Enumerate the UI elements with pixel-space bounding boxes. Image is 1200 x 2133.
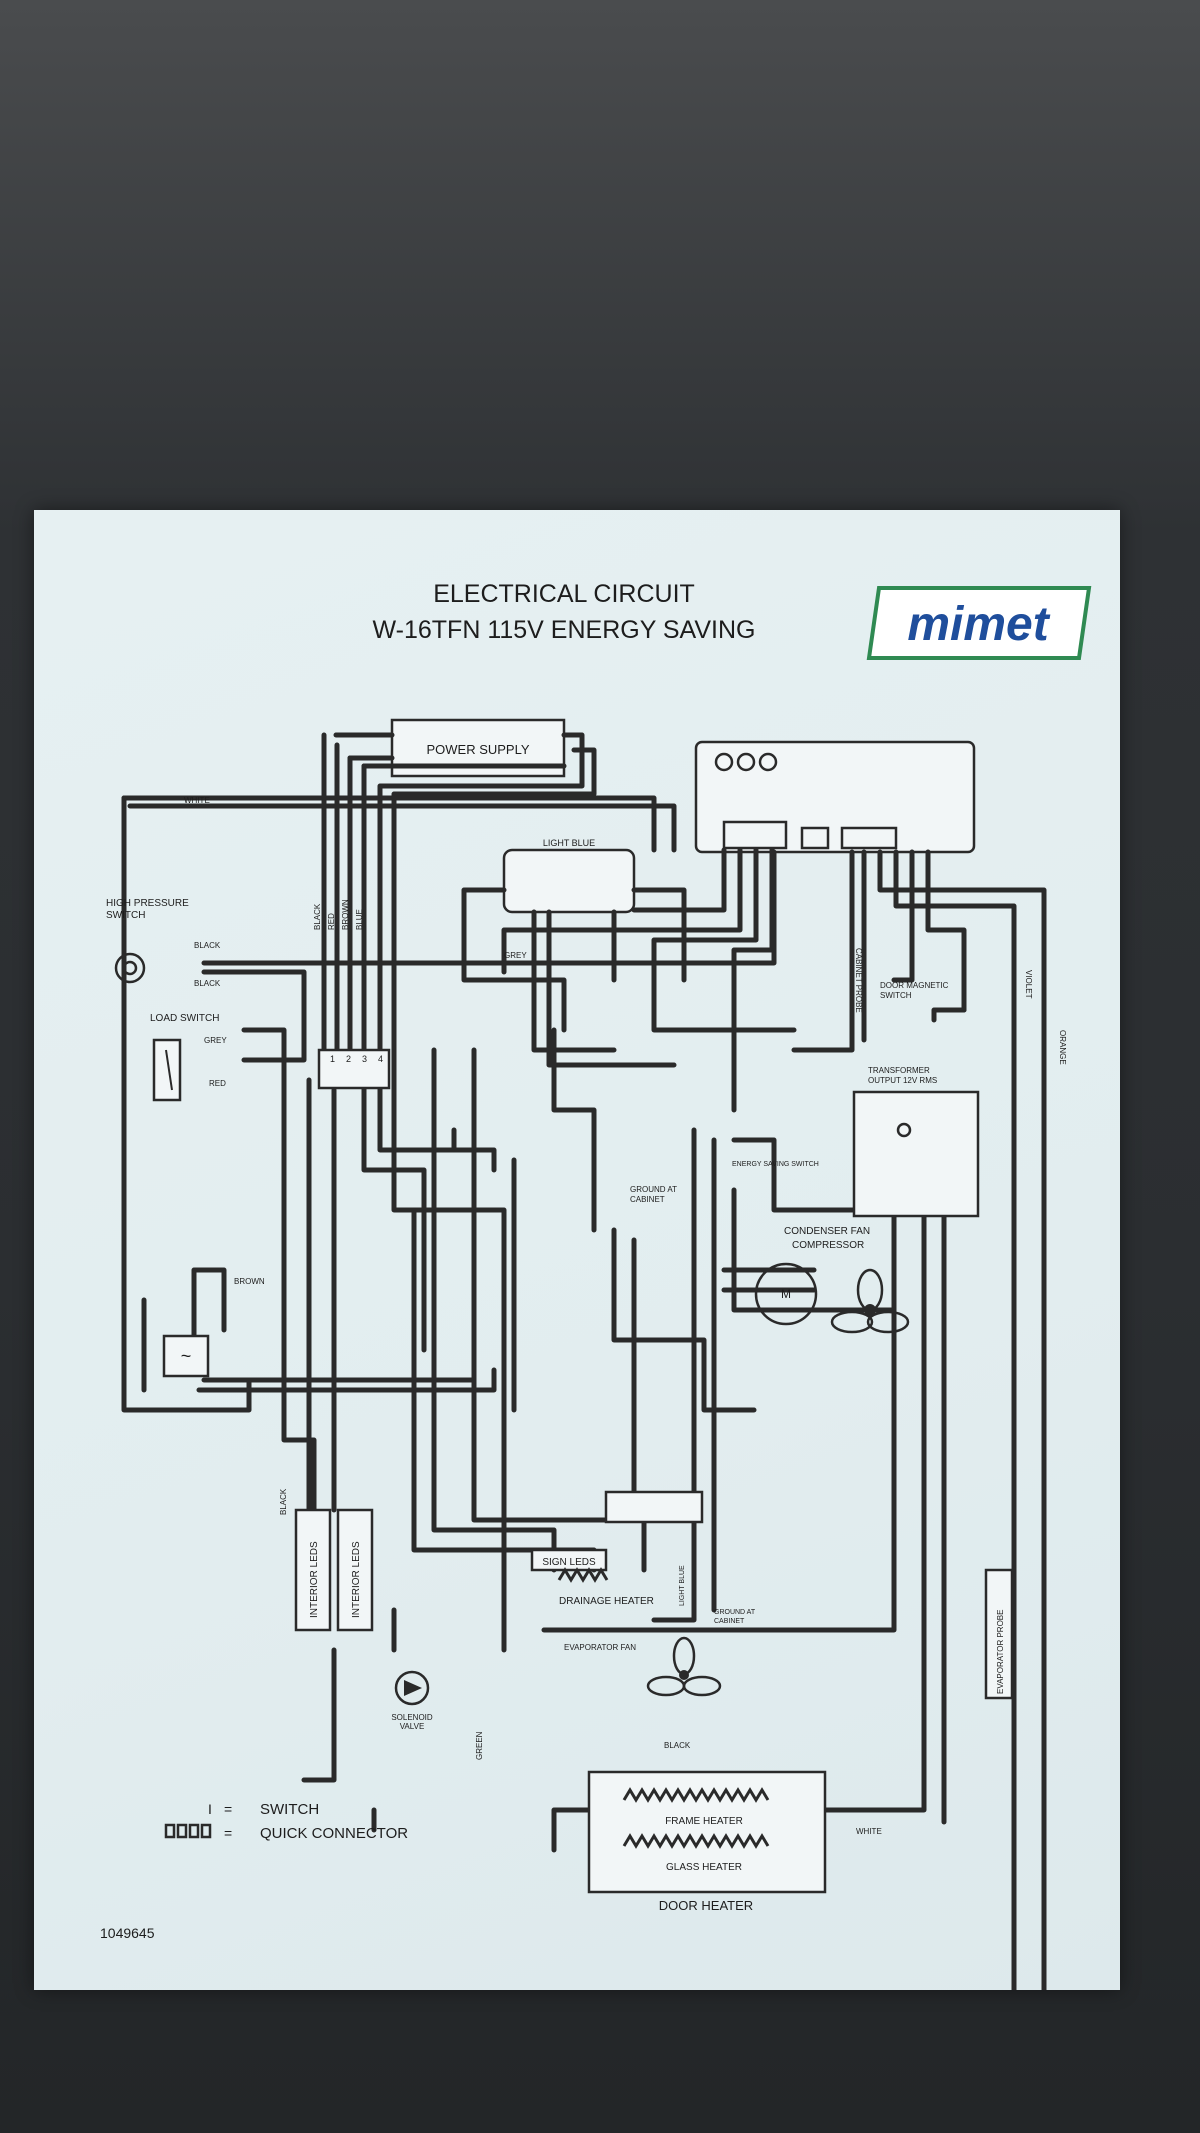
wiring-diagram: ELECTRICAL CIRCUIT W-16TFN 115V ENERGY S… — [100, 580, 1092, 1990]
evaporator-probe: EVAPORATOR PROBE — [984, 1568, 1014, 1700]
brand-logo: mimet — [866, 586, 1092, 660]
ground-at-cabinet-label-2: CABINET — [630, 1195, 665, 1204]
drainage-heater-label: DRAINAGE HEATER — [559, 1596, 654, 1607]
wire-black-label-4: BLACK — [313, 903, 322, 930]
wire-black-label-3: BLACK — [664, 1741, 691, 1750]
legend: I = SWITCH = QUICK CONNECTOR — [164, 1801, 408, 1842]
wire-light-blue-label: LIGHT BLUE — [679, 1565, 686, 1606]
energy-saving-switch-label: ENERGY SAVING SWITCH — [732, 1161, 819, 1168]
interior-leds-1-label: INTERIOR LEDS — [309, 1541, 320, 1618]
relay-module — [502, 848, 636, 914]
evaporator-fan — [646, 1636, 722, 1697]
compressor-label: COMPRESSOR — [792, 1240, 864, 1251]
legend-connector-eq: = — [224, 1825, 232, 1841]
transformer — [852, 1090, 980, 1218]
wire-violet-label: VIOLET — [1024, 970, 1033, 999]
load-switch — [152, 1038, 182, 1102]
door-magnetic-switch-label-1: DOOR MAGNETIC — [880, 981, 949, 990]
solenoid-valve — [394, 1670, 430, 1706]
frame-heater-coil — [622, 1787, 770, 1803]
controller-unit — [694, 740, 976, 854]
wire-black-label-2: BLACK — [194, 979, 221, 988]
glass-heater-label: GLASS HEATER — [666, 1862, 742, 1873]
compressor: M — [754, 1262, 818, 1326]
terminal-1: 1 — [330, 1054, 335, 1064]
high-pressure-switch-label-2: SWITCH — [106, 910, 145, 921]
interior-leds-2-label: INTERIOR LEDS — [351, 1541, 362, 1618]
legend-switch-symbol: I — [208, 1801, 212, 1817]
sign-leds-label: SIGN LEDS — [542, 1557, 596, 1568]
legend-switch-eq: = — [224, 1801, 232, 1817]
evaporator-fan-label: EVAPORATOR FAN — [564, 1643, 636, 1652]
wire-white-label: WHITE — [184, 796, 210, 805]
wire-grey-label-2: GREY — [504, 951, 527, 960]
wire-black-label-1: BLACK — [194, 941, 221, 950]
solenoid-valve-label-2: VALVE — [400, 1722, 425, 1731]
svg-text:~: ~ — [181, 1346, 192, 1366]
solenoid-valve-label-1: SOLENOID — [391, 1713, 433, 1722]
sign-leds: SIGN LEDS — [530, 1548, 608, 1572]
legend-connector-label: QUICK CONNECTOR — [260, 1825, 408, 1842]
power-supply-label: POWER SUPPLY — [426, 742, 529, 757]
high-pressure-switch — [114, 952, 146, 984]
wire-brown-label: BROWN — [234, 1277, 265, 1286]
drainage-heater-coil — [557, 1567, 609, 1583]
door-heater-label: DOOR HEATER — [659, 1898, 753, 1913]
ground-at-cabinet-2-label-1: GROUND AT — [714, 1609, 756, 1616]
interior-leds-2: INTERIOR LEDS — [336, 1508, 374, 1632]
diagram-title-line1: ELECTRICAL CIRCUIT — [433, 580, 695, 608]
terminal-block: 1 2 3 4 — [317, 1048, 391, 1090]
wire-white-label-2: WHITE — [856, 1827, 882, 1836]
connector-block — [604, 1490, 704, 1524]
terminal-3: 3 — [362, 1054, 367, 1064]
terminal-4: 4 — [378, 1054, 383, 1064]
cabinet-probe-label: CABINET PROBE — [854, 948, 863, 1013]
legend-switch-label: SWITCH — [260, 1801, 319, 1818]
ground-at-cabinet-label-1: GROUND AT — [630, 1185, 677, 1194]
wire-red-label: RED — [209, 1079, 226, 1088]
high-pressure-switch-label-1: HIGH PRESSURE — [106, 898, 189, 909]
wire-brown-label-2: BROWN — [341, 899, 350, 930]
wiring-diagram-sheet: ELECTRICAL CIRCUIT W-16TFN 115V ENERGY S… — [34, 510, 1120, 1990]
brand-logo-text: mimet — [907, 598, 1050, 651]
quick-connector-symbol — [164, 1823, 212, 1839]
frame-heater-label: FRAME HEATER — [665, 1816, 743, 1827]
transformer-label-1: TRANSFORMER — [868, 1066, 930, 1075]
interior-leds-1: INTERIOR LEDS — [294, 1508, 332, 1632]
diagram-title-line2: W-16TFN 115V ENERGY SAVING — [373, 616, 756, 644]
document-number: 1049645 — [100, 1925, 155, 1941]
condenser-fan-label: CONDENSER FAN — [784, 1226, 870, 1237]
ground-at-cabinet-2-label-2: CABINET — [714, 1618, 745, 1625]
terminal-2: 2 — [346, 1054, 351, 1064]
door-heater: FRAME HEATER GLASS HEATER — [587, 1770, 827, 1894]
glass-heater-coil — [622, 1833, 770, 1849]
evaporator-probe-label: EVAPORATOR PROBE — [996, 1610, 1005, 1694]
wire-orange-label: ORANGE — [1058, 1030, 1067, 1065]
wire-blue-label: BLUE — [355, 909, 364, 930]
transformer-label-2: OUTPUT 12V RMS — [868, 1076, 937, 1085]
wire-red-label-2: RED — [327, 913, 336, 930]
starter-relay: ~ — [162, 1334, 210, 1378]
wire-green-label: GREEN — [475, 1731, 484, 1760]
condenser-fan — [830, 1268, 910, 1334]
light-blue-wire-label: LIGHT BLUE — [543, 838, 595, 848]
load-switch-label: LOAD SWITCH — [150, 1013, 219, 1024]
svg-text:M: M — [781, 1287, 791, 1301]
door-magnetic-switch-label-2: SWITCH — [880, 991, 912, 1000]
wire-black-label-5: BLACK — [279, 1488, 288, 1515]
wire-grey-label: GREY — [204, 1036, 227, 1045]
